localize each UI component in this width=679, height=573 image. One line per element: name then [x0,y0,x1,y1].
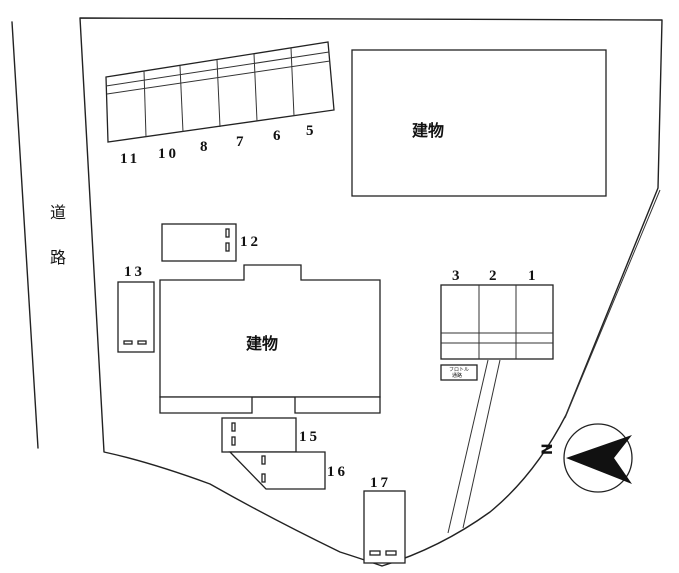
building-north-label: 建物 [412,121,444,140]
building-center-label: 建物 [246,334,278,353]
sign-line-1: フロトル [449,367,469,373]
road-edge-line [11,21,39,449]
space-label-13: 13 [124,264,145,280]
parking-space-12 [161,223,237,262]
access-path-line-left [447,359,489,534]
space-label-12: 12 [240,234,261,250]
sign-line-2: 通路 [452,372,462,379]
space-label-3: 3 [452,268,463,284]
compass-north-letter: N [540,443,556,455]
compass [563,423,633,493]
space-label-10: 10 [158,146,179,162]
building-center-porch [159,396,381,414]
space-label-16: 16 [327,464,348,480]
parking-space-13 [117,281,155,353]
parking-row-top [105,41,335,143]
access-path-line-right [462,359,501,529]
space-label-7: 7 [236,134,247,150]
east-inner-line [564,189,661,419]
space-label-8: 8 [200,139,211,155]
space-label-2: 2 [489,268,500,284]
space-label-1: 1 [528,268,539,284]
space-label-17: 17 [370,475,391,491]
space-label-15: 15 [299,429,320,445]
parking-row-right [440,284,554,360]
space-label-11: 11 [120,151,140,167]
space-label-5: 5 [306,123,317,139]
building-center [159,264,381,398]
road-label-char-2: 路 [50,248,66,267]
space-label-6: 6 [273,128,284,144]
building-north [351,49,607,197]
compass-arrow-icon [566,435,632,484]
parking-space-16 [228,451,326,490]
sign-box [440,364,478,381]
site-boundary [79,17,663,567]
road-label-char-1: 道 [50,203,66,222]
